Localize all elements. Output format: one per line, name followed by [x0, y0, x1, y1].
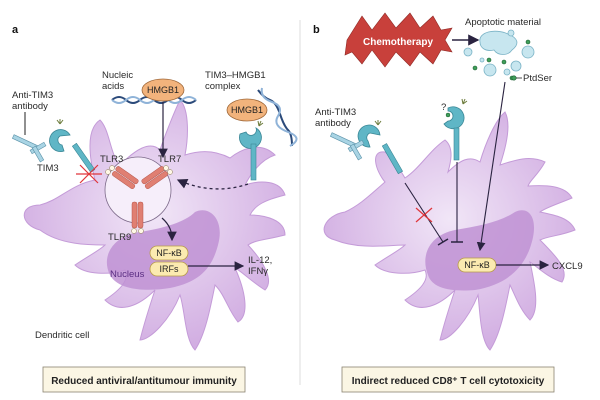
anti-tim3-line1-a: Anti-TIM3 — [12, 90, 53, 101]
chemotherapy-burst — [344, 12, 453, 68]
antibody-icon-a — [11, 134, 47, 163]
tlr7-label: TLR7 — [158, 154, 181, 165]
nfkb-pill-a — [149, 245, 189, 261]
hmgb1-right-label: HMGB1 — [231, 105, 263, 115]
irfs-label: IRFs — [160, 264, 179, 274]
dashed-arrow-internalization — [176, 179, 249, 190]
dendritic-cell-a — [23, 99, 286, 351]
apoptotic-material — [463, 29, 535, 77]
nfkb-label-b: NF-κB — [464, 260, 490, 270]
nucleic-acids-line1: Nucleic — [102, 70, 133, 81]
dna-helix-complex — [257, 89, 293, 147]
hmgb1-left — [141, 78, 185, 102]
hmgb1-right — [226, 98, 268, 122]
hmgb1-left-label: HMGB1 — [147, 85, 179, 95]
tlr3-receptor — [112, 166, 139, 190]
outcome-box-b — [341, 366, 555, 393]
nucleic-acids-line2: acids — [102, 81, 124, 92]
complex-label-line1: TIM3–HMGB1 — [205, 70, 266, 81]
inhibition-line-left — [404, 182, 444, 243]
tim3-receptor-complex — [239, 120, 264, 181]
anti-tim3-line2-b: antibody — [315, 118, 351, 129]
anti-tim3-line1-b: Anti-TIM3 — [315, 107, 356, 118]
anti-tim3-line2-a: antibody — [12, 101, 48, 112]
nucleus-label-a: Nucleus — [110, 269, 145, 280]
outcome-box-a — [42, 366, 246, 393]
tlr9-receptor — [131, 201, 144, 229]
panel-b-letter: b — [313, 24, 320, 36]
chemotherapy-label: Chemotherapy — [363, 37, 433, 48]
panel-a: a Nucleus TLR3 TLR7 TLR9 — [11, 24, 298, 393]
dendritic-cell-label: Dendritic cell — [35, 330, 89, 341]
panel-a-letter: a — [12, 24, 19, 36]
tim3-label: TIM3 — [37, 163, 59, 174]
question-mark-label: ? — [441, 102, 446, 113]
panel-b: b Chemotherapy Apoptotic material PtdSer… — [313, 12, 583, 393]
outcome-text-a: Reduced antiviral/antitumour immunity — [51, 376, 237, 387]
cxcl9-label: CXCL9 — [552, 261, 583, 272]
inhibition-x-icon-b — [415, 207, 433, 223]
tlr3-label: TLR3 — [100, 154, 123, 165]
output-line1-a: IL-12, — [248, 255, 272, 266]
ptdser-label: PtdSer — [523, 73, 552, 84]
output-line2-a: IFNγ — [248, 266, 268, 277]
arrow-endosome-to-nucleus — [161, 217, 177, 242]
complex-label-line2: complex — [205, 81, 241, 92]
irfs-pill — [149, 261, 189, 277]
inhibition-x-icon-a — [76, 164, 102, 184]
apoptotic-label: Apoptotic material — [465, 17, 541, 28]
arrow-ptdser-to-nfkb — [476, 81, 506, 252]
antibody-icon-b — [329, 132, 365, 161]
tlr9-label: TLR9 — [108, 232, 131, 243]
nfkb-label-a: NF-κB — [156, 248, 182, 258]
outcome-text-b: Indirect reduced CD8⁺ T cell cytotoxicit… — [352, 376, 545, 387]
tim3-receptor-middle — [443, 98, 468, 161]
dendritic-cell-b — [323, 111, 576, 351]
